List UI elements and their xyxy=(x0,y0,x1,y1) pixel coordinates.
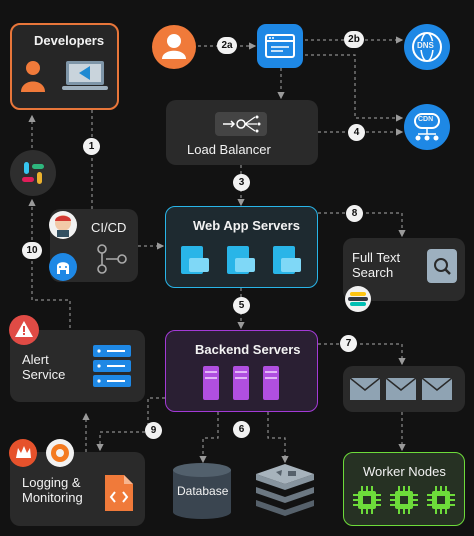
database-cylinder-icon xyxy=(173,463,231,519)
backend-servers-label: Backend Servers xyxy=(195,342,301,357)
worker-chip-icon-1 xyxy=(353,486,381,514)
developers-label: Developers xyxy=(34,33,105,48)
step-1-badge: 1 xyxy=(83,138,100,155)
logging-label-line1: Logging & xyxy=(22,475,81,490)
web-app-servers-label: Web App Servers xyxy=(193,218,300,233)
github-icon xyxy=(49,253,77,281)
worker-nodes-label: Worker Nodes xyxy=(363,464,446,479)
search-document-icon xyxy=(427,249,457,283)
user-icon xyxy=(152,25,196,69)
dns-text: DNS xyxy=(416,41,435,50)
browser-window-icon xyxy=(257,24,303,68)
step-2a-badge: 2a xyxy=(217,37,237,54)
load-balancer-label: Load Balancer xyxy=(187,142,271,157)
logging-label-line2: Monitoring xyxy=(22,490,83,505)
web-server-icon-3 xyxy=(273,246,301,274)
step-9-badge: 9 xyxy=(145,422,162,439)
cdn-text: CDN xyxy=(418,116,434,123)
alert-label-line2: Service xyxy=(22,367,66,382)
step-10-badge: 10 xyxy=(22,242,42,259)
step-4-badge: 4 xyxy=(348,124,365,141)
dns-globe-icon: DNS xyxy=(404,24,450,70)
prometheus-icon xyxy=(9,439,37,467)
laptop-vscode-icon xyxy=(62,61,108,90)
step-6-badge: 6 xyxy=(233,421,250,438)
developer-person-icon xyxy=(21,61,45,92)
pipeline-icon xyxy=(97,244,127,274)
alert-label-line1: Alert xyxy=(22,352,49,367)
jenkins-icon xyxy=(49,211,77,239)
load-balancer-icon xyxy=(215,112,267,136)
worker-chip-icon-3 xyxy=(427,486,455,514)
step-7-badge: 7 xyxy=(340,335,357,352)
elasticsearch-icon xyxy=(345,286,371,312)
step-2b-badge: 2b xyxy=(344,31,364,48)
code-file-icon xyxy=(105,475,133,511)
grafana-icon xyxy=(46,439,74,467)
message-envelope-icon-1 xyxy=(350,378,380,400)
backend-server-icon-1 xyxy=(203,366,219,400)
worker-chip-icon-2 xyxy=(390,486,418,514)
alert-server-stack-icon xyxy=(93,345,131,387)
database-label: Database xyxy=(177,484,229,498)
web-server-icon-2 xyxy=(227,246,255,274)
step-5-badge: 5 xyxy=(233,297,250,314)
step-3-badge: 3 xyxy=(233,174,250,191)
message-envelope-icon-3 xyxy=(422,378,452,400)
alert-warning-icon xyxy=(9,315,39,345)
web-server-icon-1 xyxy=(181,246,209,274)
cdn-network-icon: CDN xyxy=(404,104,450,150)
full-text-label-line2: Search xyxy=(352,265,394,280)
backend-server-icon-3 xyxy=(263,366,279,400)
slack-icon xyxy=(10,150,56,196)
full-text-label-line1: Full Text xyxy=(352,250,401,265)
step-8-badge: 8 xyxy=(346,205,363,222)
redis-cache-icon xyxy=(256,464,314,516)
backend-server-icon-2 xyxy=(233,366,249,400)
cicd-label: CI/CD xyxy=(91,220,127,235)
message-envelope-icon-2 xyxy=(386,378,416,400)
